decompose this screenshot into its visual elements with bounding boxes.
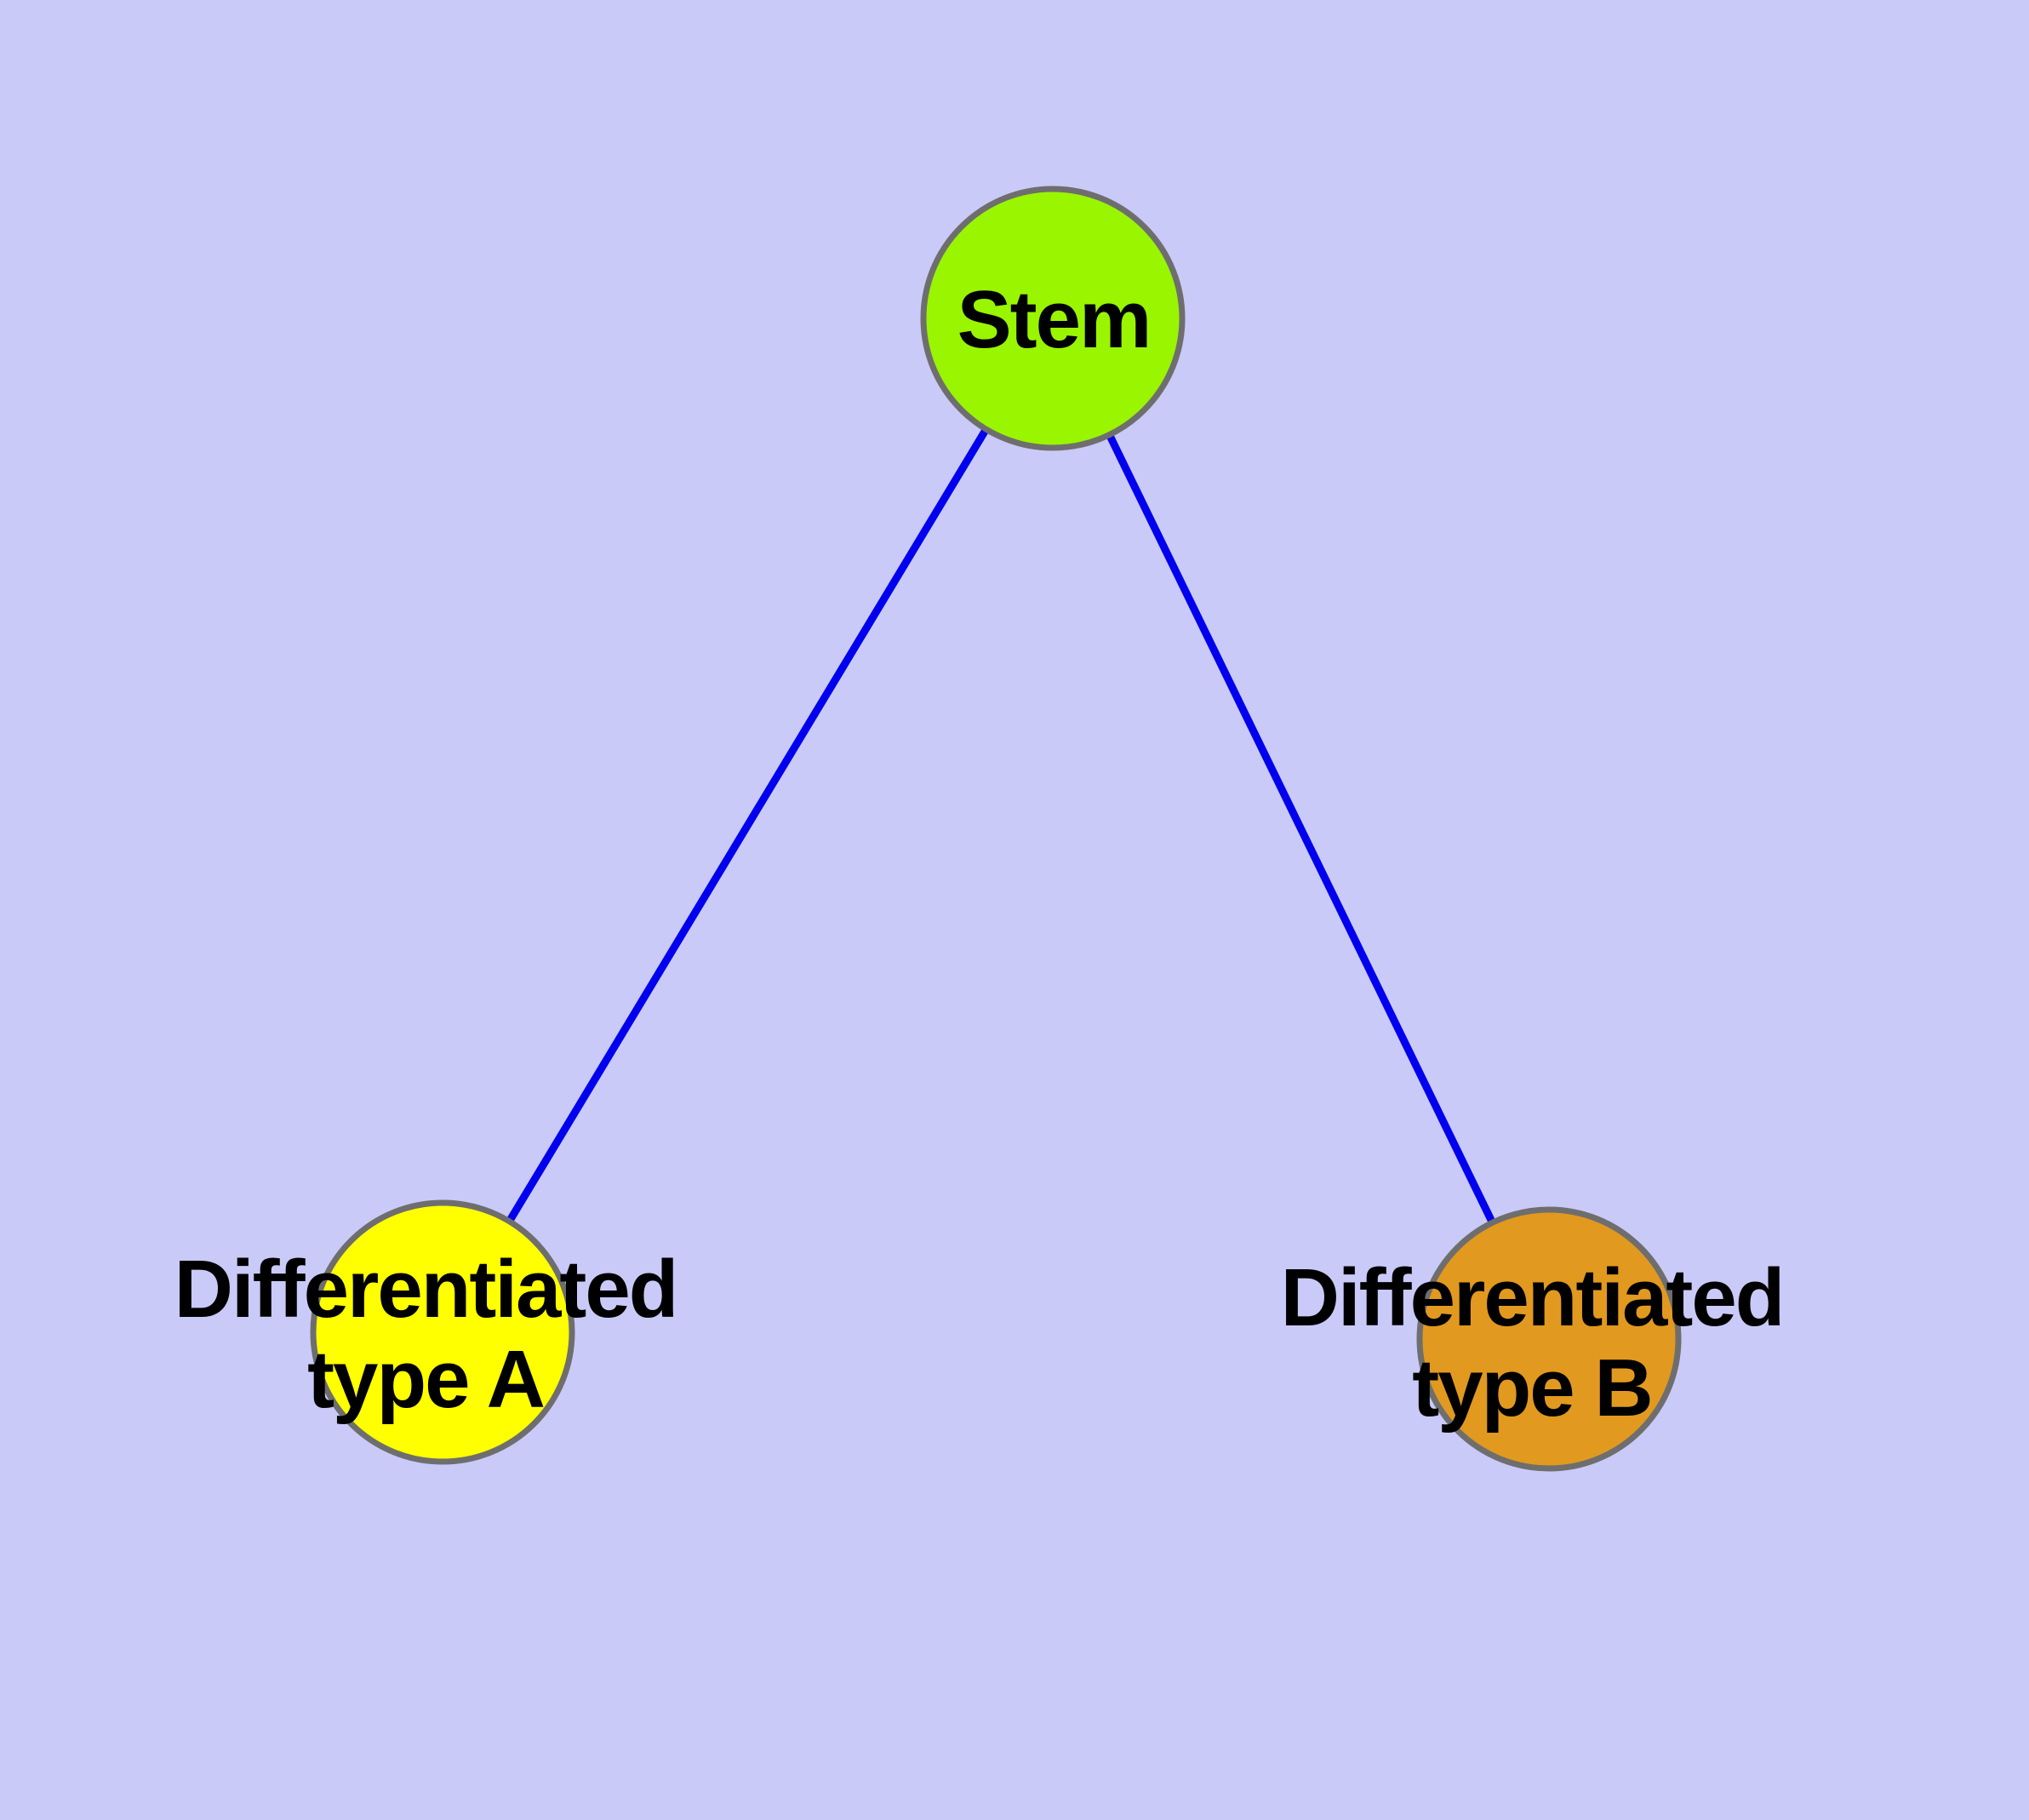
node-type-a-circle [310, 1199, 575, 1465]
edge-stem-to-type-a [439, 316, 1056, 1335]
edge-stem-to-type-b [1049, 317, 1553, 1341]
node-stem-circle [920, 186, 1186, 451]
node-type-b-circle [1416, 1206, 1682, 1472]
